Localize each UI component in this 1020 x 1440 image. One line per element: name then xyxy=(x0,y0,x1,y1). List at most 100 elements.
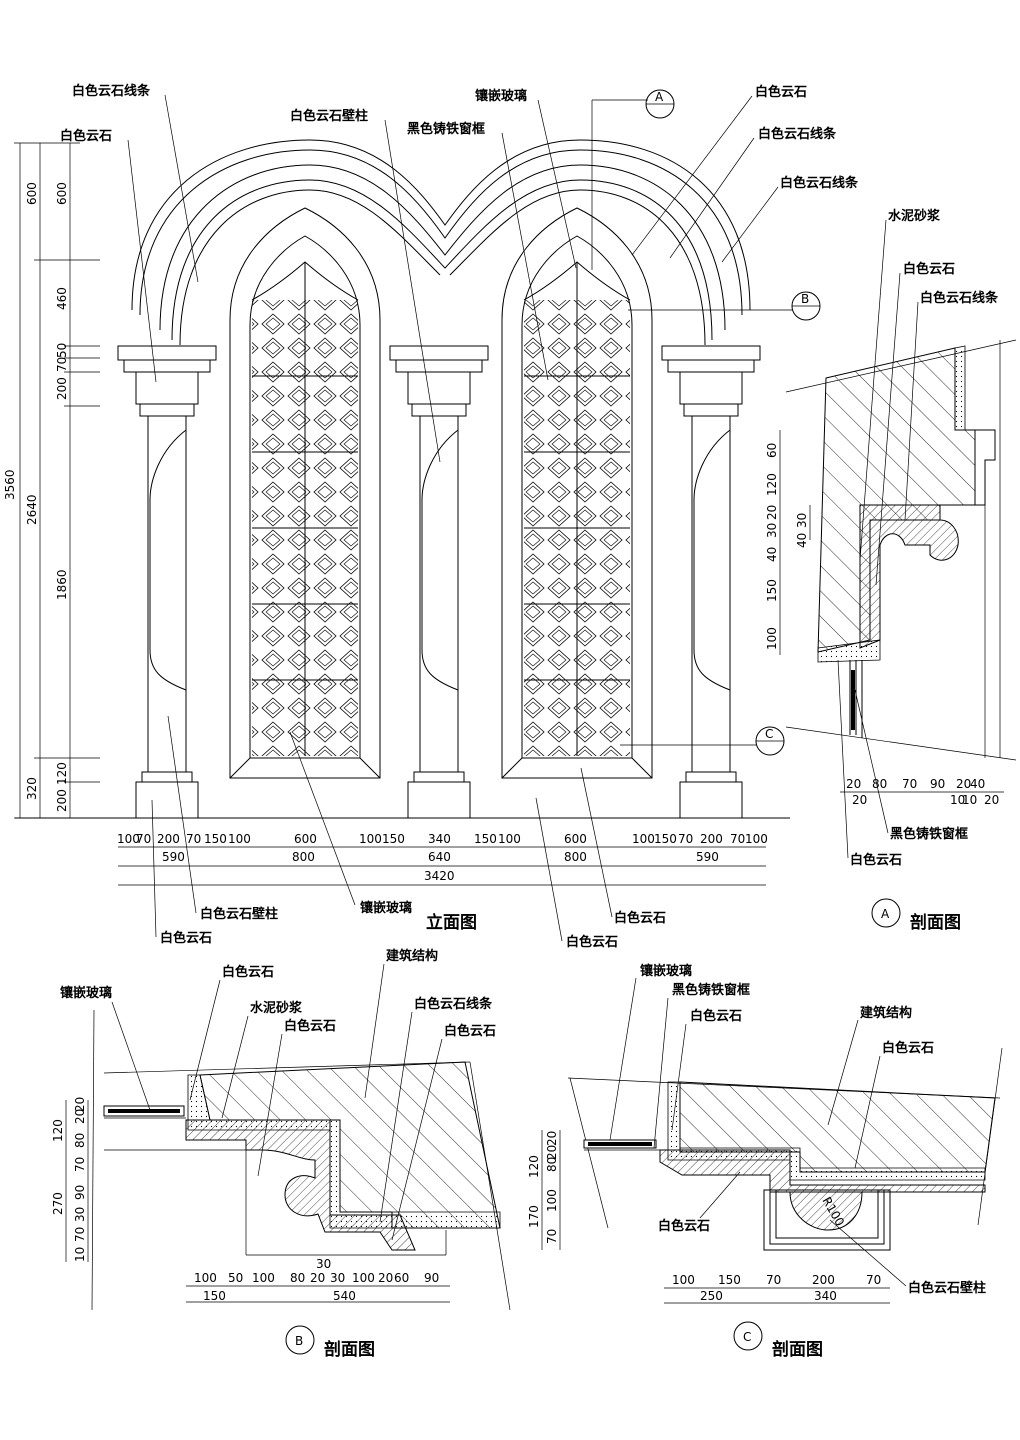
secC-label-pilaster: 白色云石壁柱 xyxy=(908,1280,986,1296)
elevBottom1-value-12: 600 xyxy=(564,832,587,846)
secAdims-value-8: 10 xyxy=(962,793,977,807)
secBvert-value-3: 80 xyxy=(73,1133,87,1148)
elevBottom1-value-7: 100 xyxy=(359,832,382,846)
elevation-title: 立面图 xyxy=(426,912,477,933)
secBhoriz-value-7: 20 xyxy=(378,1271,393,1285)
secBvert-value-6: 90 xyxy=(73,1185,87,1200)
secB-label-marble3: 白色云石 xyxy=(444,1023,496,1039)
elevBottom1-value-1: 70 xyxy=(136,832,151,846)
secA-dim-20: 20 xyxy=(765,505,779,520)
secCvert-value-2: 120 xyxy=(527,1155,541,1178)
secC-label-marble1: 白色云石 xyxy=(690,1008,742,1024)
label-pilaster-top: 白色云石壁柱 xyxy=(290,108,368,124)
marker-a: A xyxy=(881,907,890,921)
secA-label-marble: 白色云石 xyxy=(903,261,955,277)
column-left xyxy=(117,345,217,819)
label-marble-moulding-tl: 白色云石线条 xyxy=(72,83,151,99)
dim-2640: 2640 xyxy=(25,494,39,525)
secAdims-value-7: 10 xyxy=(950,793,965,807)
dim-200a: 200 xyxy=(55,377,69,400)
secAdims-value-5: 40 xyxy=(970,777,985,791)
label-marble-bm: 白色云石 xyxy=(566,934,618,950)
dim-460: 460 xyxy=(55,287,69,310)
secBvert-value-1: 20 xyxy=(73,1109,87,1124)
secChoriz-value-4: 70 xyxy=(866,1273,881,1287)
secA-dim-40a: 40 xyxy=(795,533,809,548)
elevBottom1-value-17: 70 xyxy=(730,832,745,846)
secC-label-marble2: 白色云石 xyxy=(882,1040,934,1056)
secC-label-marble3: 白色云石 xyxy=(658,1218,710,1234)
elevBottom1-value-4: 150 xyxy=(204,832,227,846)
secA-dim-100: 100 xyxy=(765,627,779,650)
secBhoriz-value-8: 60 xyxy=(394,1271,409,1285)
label-marble-tr: 白色云石 xyxy=(755,84,807,100)
label-marble-bl: 白色云石 xyxy=(160,930,212,946)
elevBottom1-value-18: 100 xyxy=(745,832,768,846)
secCvert-value-4: 170 xyxy=(527,1205,541,1228)
marker-c: C xyxy=(743,1330,751,1344)
secB-total-150: 150 xyxy=(203,1289,226,1303)
dim-50: 50 xyxy=(55,343,69,358)
secA-label-cement: 水泥砂浆 xyxy=(888,208,941,224)
window-right xyxy=(501,207,653,779)
secA-dim-150: 150 xyxy=(765,579,779,602)
secCvert-value-0: 20 xyxy=(545,1131,559,1146)
elevBottom1-value-3: 70 xyxy=(186,832,201,846)
secB-label-marble1: 白色云石 xyxy=(222,964,274,980)
dim-1860: 1860 xyxy=(55,569,69,600)
secB-label-marble2: 白色云石 xyxy=(284,1018,336,1034)
elevBottom1-value-11: 100 xyxy=(498,832,521,846)
label-marble-tl: 白色云石 xyxy=(60,128,112,144)
elevBottom1-value-14: 150 xyxy=(654,832,677,846)
marker-c-top: C xyxy=(765,727,773,741)
secBvert-value-5: 270 xyxy=(51,1192,65,1215)
secCvert-value-3: 80 xyxy=(545,1157,559,1172)
secA-dim-40b: 40 xyxy=(765,547,779,562)
dim-800b: 800 xyxy=(564,850,587,864)
secA-dim-120: 120 xyxy=(765,473,779,496)
secBhoriz-value-2: 100 xyxy=(252,1271,275,1285)
secBvert-value-2: 120 xyxy=(51,1119,65,1142)
secB-label-moulding: 白色云石线条 xyxy=(414,996,493,1012)
marker-a-top: A xyxy=(655,90,664,104)
secA-label-iron: 黑色铸铁窗框 xyxy=(890,826,968,842)
elevBottom1-value-6: 600 xyxy=(294,832,317,846)
secBhoriz-value-0: 100 xyxy=(194,1271,217,1285)
secAdims-value-4: 20 xyxy=(956,777,971,791)
secB-label-structure: 建筑结构 xyxy=(386,948,438,964)
secBhoriz-value-4: 20 xyxy=(310,1271,325,1285)
secC-label-iron: 黑色铸铁窗框 xyxy=(672,982,750,998)
section-b-title: 剖面图 xyxy=(324,1339,375,1360)
label-moulding-tr2: 白色云石线条 xyxy=(780,175,859,191)
secBhoriz-value-5: 30 xyxy=(330,1271,345,1285)
elevBottom1-value-13: 100 xyxy=(632,832,655,846)
secC-label-structure: 建筑结构 xyxy=(860,1005,912,1021)
dim-70: 70 xyxy=(55,357,69,372)
secA-dim-30b: 30 xyxy=(765,523,779,538)
section-a-title: 剖面图 xyxy=(910,912,961,933)
secBvert-value-4: 70 xyxy=(73,1157,87,1172)
elevBottom1-value-16: 200 xyxy=(700,832,723,846)
secC-label-glass: 镶嵌玻璃 xyxy=(640,963,692,979)
secChoriz-value-0: 100 xyxy=(672,1273,695,1287)
secBvert-value-8: 70 xyxy=(73,1227,87,1242)
secC-total-340: 340 xyxy=(814,1289,837,1303)
secA-label-marble2: 白色云石 xyxy=(850,852,902,868)
window-left xyxy=(229,207,381,779)
elevBottom1-value-10: 150 xyxy=(474,832,497,846)
dim-320: 320 xyxy=(25,777,39,800)
elevBottom1-value-5: 100 xyxy=(228,832,251,846)
secAdims-value-3: 90 xyxy=(930,777,945,791)
marker-b-top: B xyxy=(801,292,809,306)
secC-total-250: 250 xyxy=(700,1289,723,1303)
secAdims-value-0: 20 xyxy=(846,777,861,791)
secA-dim-30a: 30 xyxy=(795,513,809,528)
dim-590b: 590 xyxy=(696,850,719,864)
elevation-view: 600 600 460 50 70 200 120 1860 200 320 2… xyxy=(3,83,859,950)
secCvert-value-6: 70 xyxy=(545,1229,559,1244)
